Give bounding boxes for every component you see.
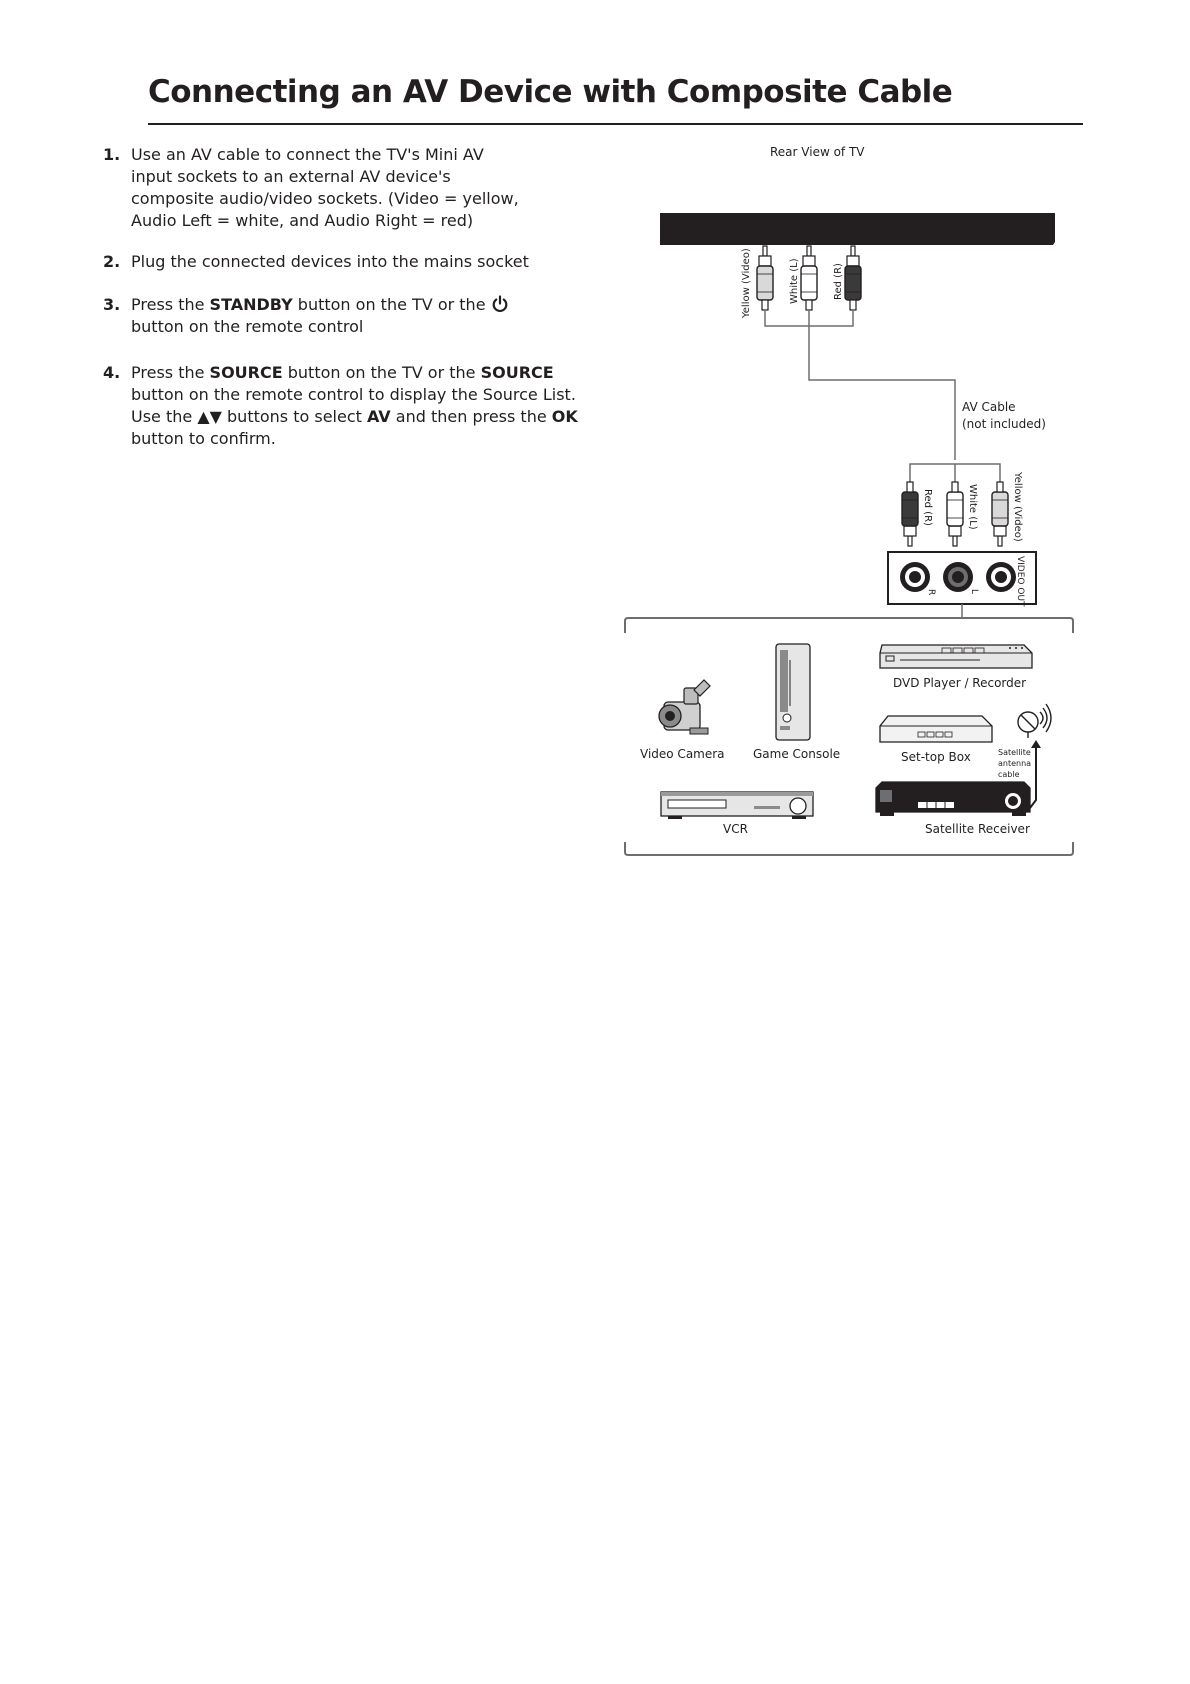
text: button xyxy=(282,363,346,382)
step-number: 2. xyxy=(103,252,121,271)
step-1-line-4: Audio Left = white, and Audio Right = re… xyxy=(131,211,474,230)
step-number: 3. xyxy=(103,295,121,314)
dvd-player-label: DVD Player / Recorder xyxy=(893,676,1026,690)
vcr-label: VCR xyxy=(723,822,748,836)
socket-l xyxy=(943,562,973,592)
tv-end-plugs: Yellow (Video) White (L) Red (R) xyxy=(741,245,862,319)
socket-label-r: R xyxy=(926,589,936,595)
title-rule xyxy=(148,123,1083,125)
step-4-line-2: button on the remote control to display … xyxy=(131,385,576,404)
step-4-line-3: Use the ▲▼ buttons to select AV and then… xyxy=(131,406,591,428)
socket-r xyxy=(900,562,930,592)
set-top-box-icon xyxy=(879,715,993,743)
step-4-line-4: button to confirm. xyxy=(131,429,276,448)
satellite-cable xyxy=(1029,746,1037,809)
tv-rear-panel xyxy=(660,213,1055,245)
text: Press the xyxy=(131,363,210,382)
standby-label: STANDBY xyxy=(209,295,293,314)
device-red-plug xyxy=(901,481,919,547)
step-3-line-1: Press the STANDBY button on the TV or th… xyxy=(131,294,591,316)
up-down-arrows: ▲▼ xyxy=(197,407,222,426)
vcr-icon xyxy=(660,791,814,819)
source-label: SOURCE xyxy=(209,363,283,382)
device-bracket xyxy=(624,617,1074,856)
text: on the TV or the xyxy=(355,295,491,314)
step-3-line-2: button on the remote control xyxy=(131,317,364,336)
satellite-antenna-label-2: antenna xyxy=(998,759,1031,768)
text: buttons to select xyxy=(221,407,367,426)
text: Use the xyxy=(131,407,198,426)
step-4-line-1: Press the SOURCE button on the TV or the… xyxy=(131,362,591,384)
set-top-box-label: Set-top Box xyxy=(901,750,971,764)
video-camera-label: Video Camera xyxy=(640,747,725,761)
ok-label: OK xyxy=(551,407,578,426)
tv-plug-label-white: White (L) xyxy=(789,258,800,304)
socket-label-l: L xyxy=(969,589,979,594)
power-icon xyxy=(492,295,508,313)
text: and then press the xyxy=(390,407,552,426)
av-label: AV xyxy=(367,407,391,426)
satellite-antenna-label-3: cable xyxy=(998,770,1020,779)
rear-view-label: Rear View of TV xyxy=(770,145,865,159)
tv-plug-label-red: Red (R) xyxy=(833,263,844,300)
step-1-line-1: Use an AV cable to connect the TV's Mini… xyxy=(131,145,484,164)
step-number: 4. xyxy=(103,363,121,382)
step-1-line-3: composite audio/video sockets. (Video = … xyxy=(131,189,519,208)
satellite-antenna-label-1: Satellite xyxy=(998,748,1031,757)
tv-white-plug xyxy=(800,245,818,311)
step-2-line-1: Plug the connected devices into the main… xyxy=(131,252,529,271)
device-plug-label-red: Red (R) xyxy=(922,489,933,526)
socket-video-out xyxy=(986,562,1016,592)
text: button xyxy=(292,295,356,314)
output-socket-panel: R L VIDEO OUT xyxy=(887,551,1037,607)
socket-label-video-out: VIDEO OUT xyxy=(1015,556,1025,607)
page-title: Connecting an AV Device with Composite C… xyxy=(148,74,953,110)
tv-red-plug xyxy=(844,245,862,311)
step-1-line-2: input sockets to an external AV device's xyxy=(131,167,451,186)
device-yellow-plug xyxy=(991,481,1009,547)
satellite-cable-arrow xyxy=(1031,740,1041,748)
device-plug-label-yellow: Yellow (Video) xyxy=(1012,471,1023,542)
video-camera-icon xyxy=(658,679,711,735)
text: on the TV or the xyxy=(345,363,481,382)
text: Press the xyxy=(131,295,210,314)
satellite-receiver-icon xyxy=(875,781,1031,816)
dvd-player-icon xyxy=(879,644,1033,669)
av-cable xyxy=(764,310,1001,484)
source-label: SOURCE xyxy=(480,363,554,382)
av-cable-label: AV Cable xyxy=(962,400,1016,414)
tv-yellow-plug xyxy=(756,245,774,311)
tv-plug-label-yellow: Yellow (Video) xyxy=(741,248,752,319)
device-end-plugs: Red (R) White (L) Yellow (Video) xyxy=(901,471,1023,547)
device-white-plug xyxy=(946,481,964,547)
game-console-icon xyxy=(775,643,811,741)
satellite-receiver-label: Satellite Receiver xyxy=(925,822,1030,836)
av-cable-note: (not included) xyxy=(962,417,1046,431)
game-console-label: Game Console xyxy=(753,747,840,761)
device-plug-label-white: White (L) xyxy=(967,484,978,530)
step-number: 1. xyxy=(103,145,121,164)
satellite-dish-icon xyxy=(1017,703,1052,738)
